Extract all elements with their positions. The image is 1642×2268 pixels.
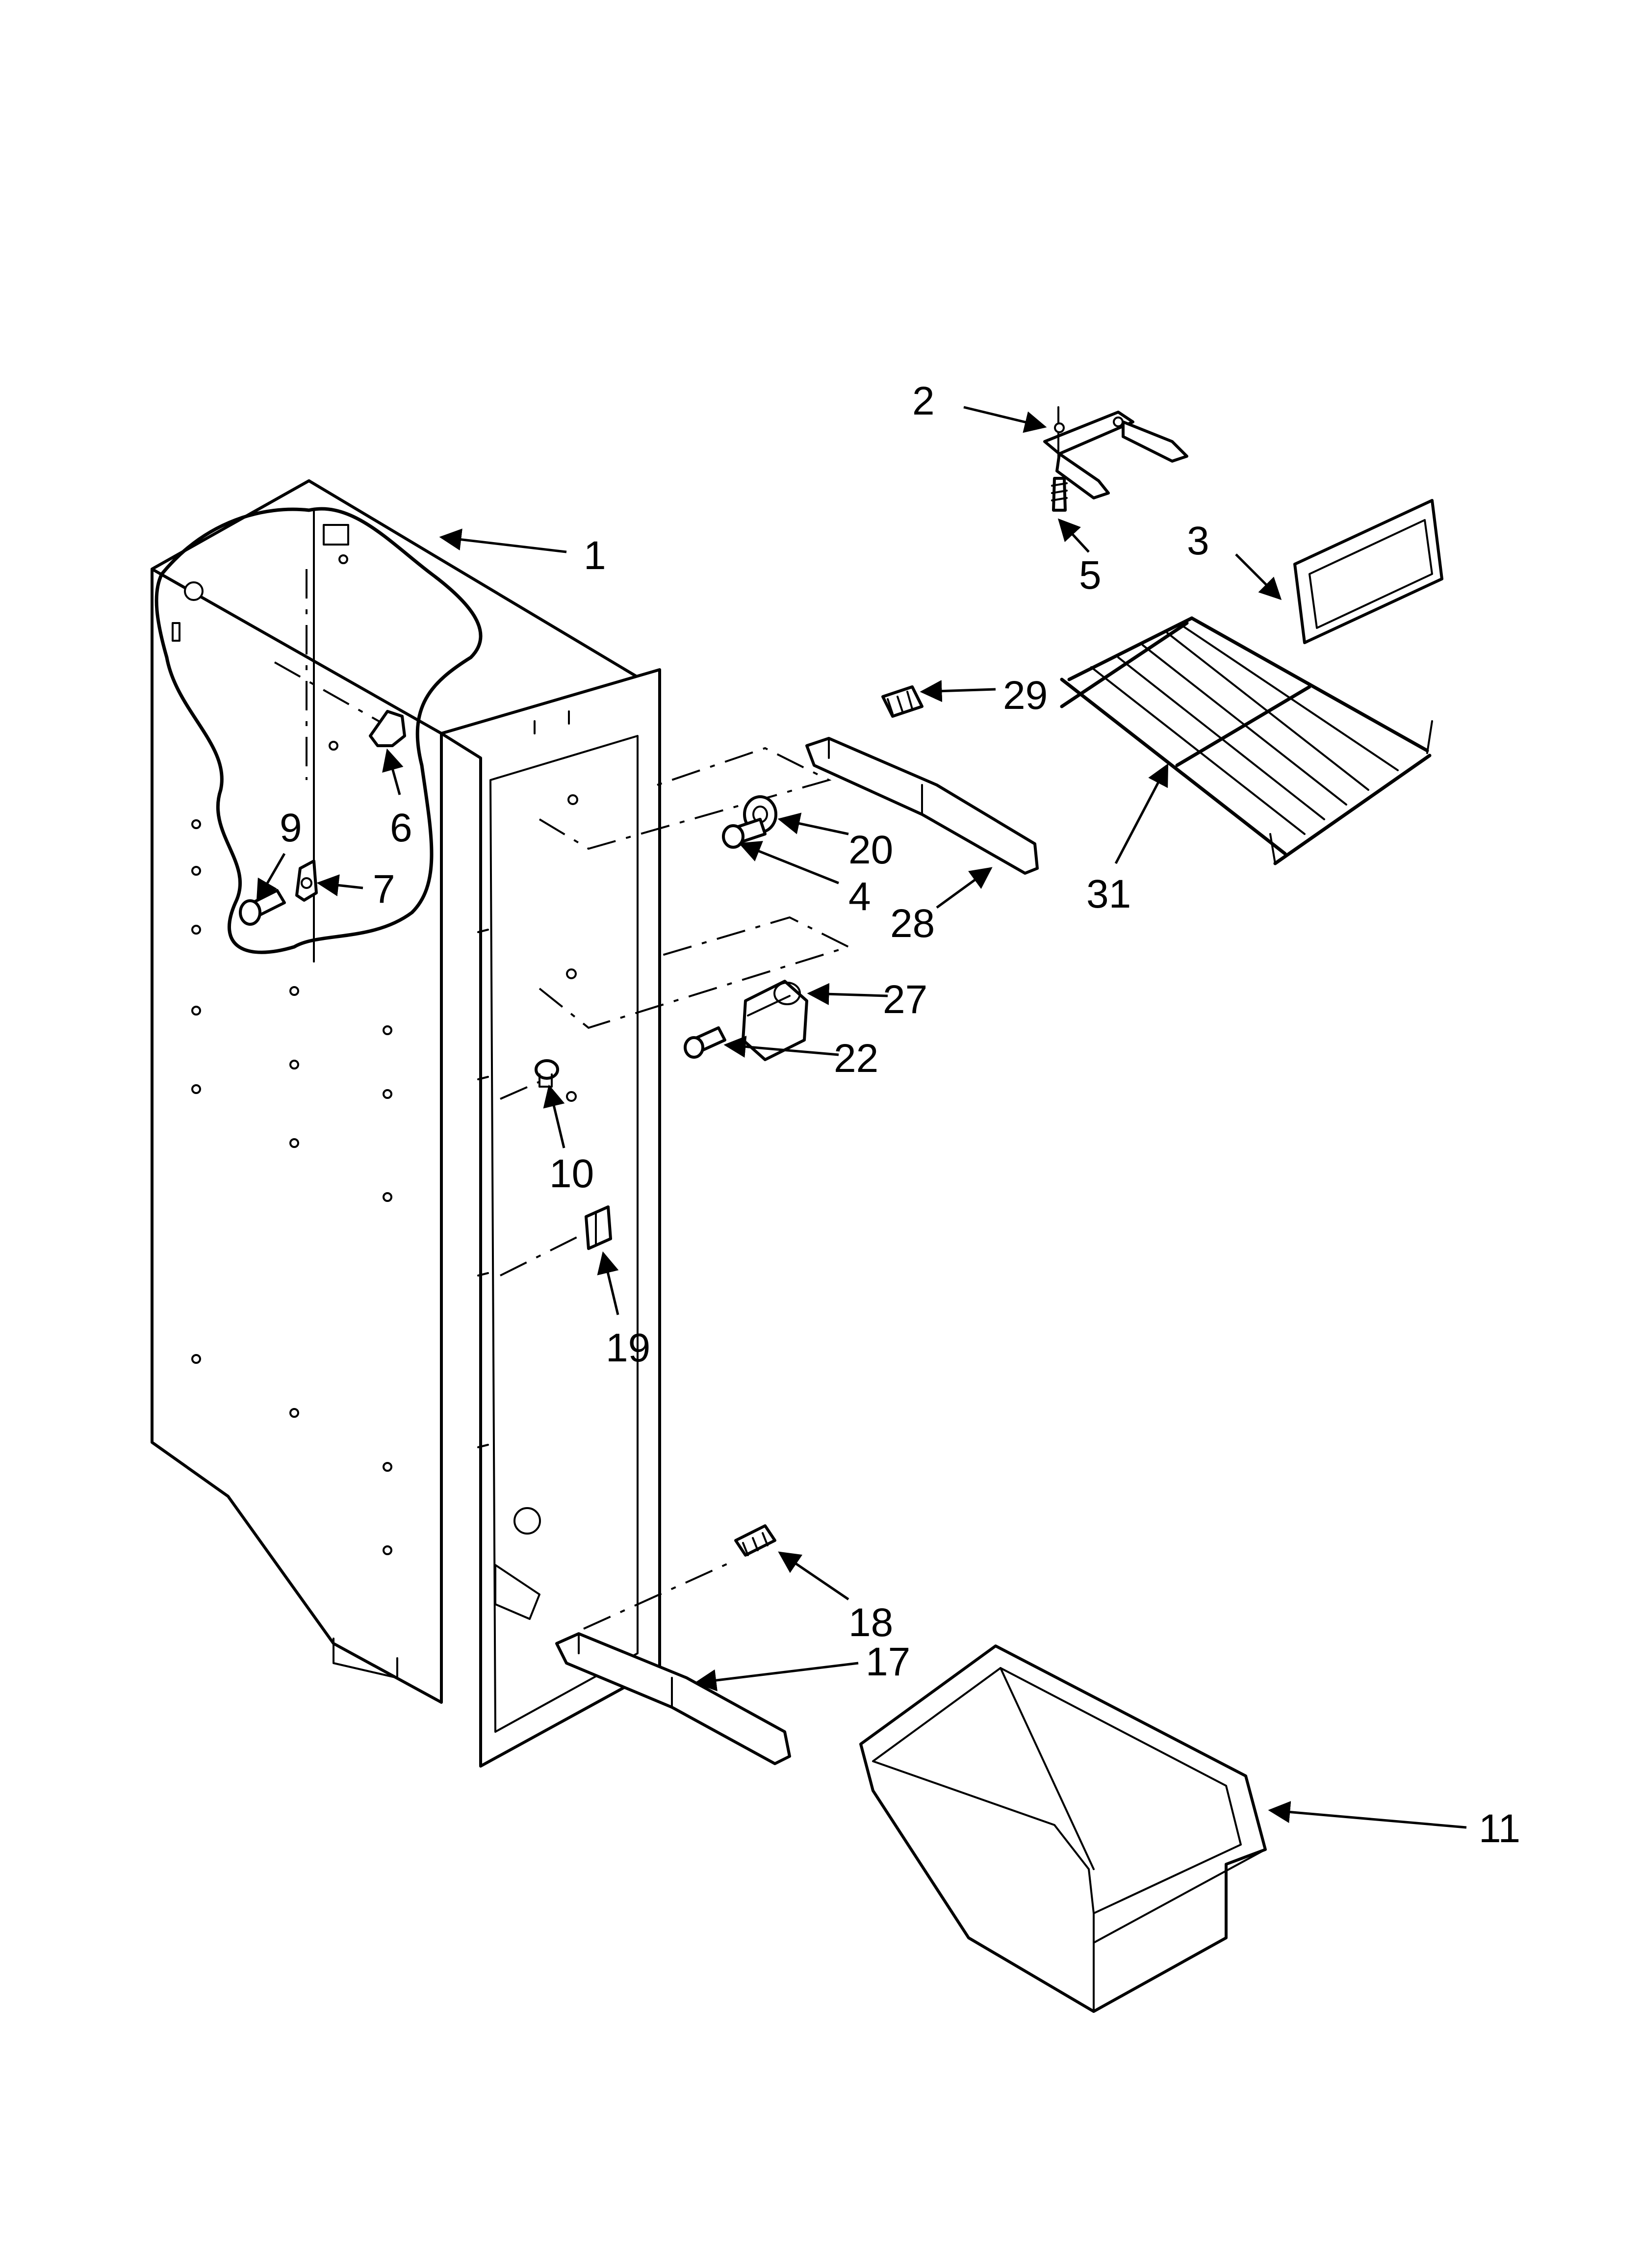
callout-17: 17 (866, 1640, 910, 1684)
callout-27: 27 (883, 977, 927, 1022)
part-11-ice-bin (859, 1644, 1267, 2013)
part-4-screw (722, 818, 767, 849)
part-7-bracket (295, 860, 318, 902)
callout-7: 7 (373, 867, 395, 912)
part-22-screw (684, 1026, 726, 1059)
callout-3: 3 (1187, 519, 1209, 563)
callout-29: 29 (1003, 673, 1048, 718)
part-6-clip (369, 710, 406, 747)
part-5-screw (1051, 477, 1068, 512)
callout-28: 28 (890, 901, 935, 946)
callout-22: 22 (834, 1036, 878, 1081)
callout-5: 5 (1079, 553, 1102, 598)
callout-20: 20 (848, 828, 893, 872)
callout-2: 2 (912, 379, 935, 423)
callout-31: 31 (1086, 872, 1131, 916)
callout-18: 18 (848, 1600, 893, 1645)
part-18-screw (734, 1524, 776, 1557)
callout-10: 10 (549, 1151, 594, 1196)
part-17-rail (555, 1632, 791, 1765)
callout-1: 1 (584, 533, 606, 578)
part-28-rail (805, 737, 1039, 875)
part-31-wire-shelf (1060, 616, 1433, 865)
part-19-switch (585, 1205, 612, 1250)
liner-cabinet (151, 479, 661, 1768)
callout-11: 11 (1479, 1806, 1520, 1851)
side-wall-holes (191, 554, 392, 1555)
callout-9: 9 (280, 806, 302, 850)
leader-arrows (256, 406, 1467, 1829)
part-29-screw (881, 685, 924, 718)
callout-19: 19 (606, 1326, 650, 1370)
callout-labels: 1 2 3 4 5 6 7 9 10 11 17 18 19 20 22 27 … (280, 379, 1520, 1851)
part-3-trim (1293, 499, 1443, 644)
part-2-bracket (1043, 406, 1188, 499)
callout-6: 6 (390, 806, 412, 850)
callout-4: 4 (848, 874, 871, 919)
alignment-lines (274, 569, 851, 1630)
